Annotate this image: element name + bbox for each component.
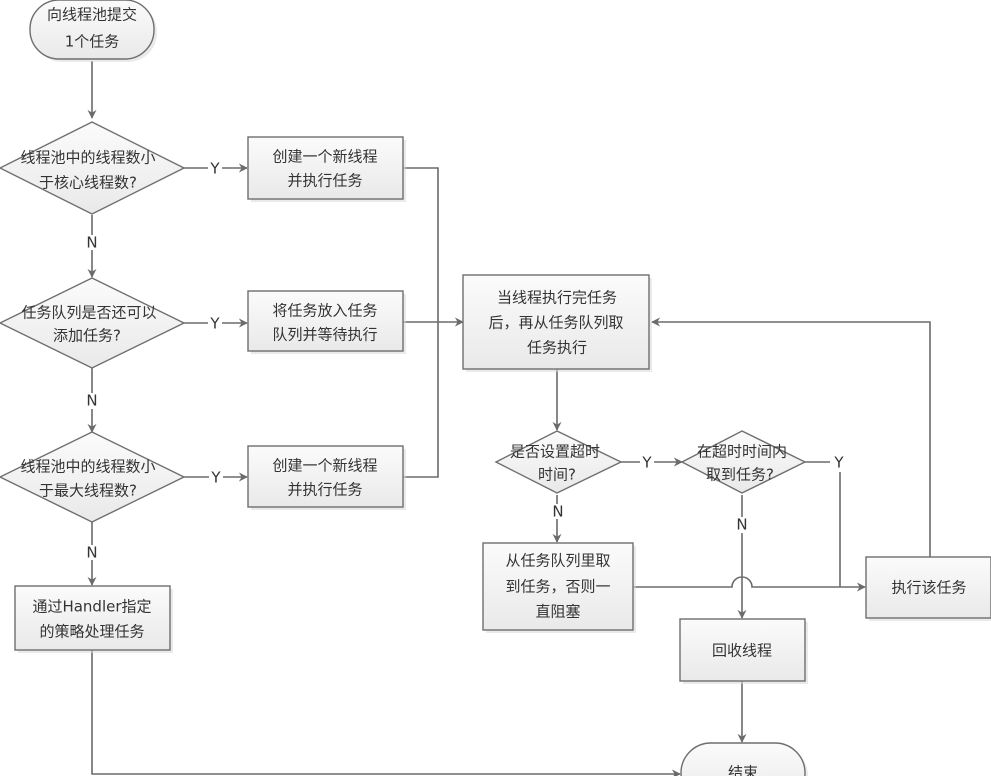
got-task-no-label: N [736,516,747,534]
node-queue-check-line-1: 任务队列是否还可以 [21,304,156,322]
node-fetch-from-queue-line-2: 后，再从任务队列取 [488,314,623,332]
node-handler-policy-line-2: 的策略处理任务 [39,623,144,641]
node-create-extra-thread-line-1: 创建一个新线程 [272,457,377,475]
node-block-until-task-line-1: 从任务队列里取 [505,552,610,570]
core-check-yes-label: Y [209,160,220,178]
queue-check-no-label: N [86,392,97,410]
node-recycle-thread-line-1: 回收线程 [712,642,772,660]
node-enqueue-task-line-1: 将任务放入任务 [272,302,377,320]
queue-check-yes-label: Y [209,315,220,333]
node-block-until-task-line-2: 到任务，否则一 [505,578,610,596]
node-fetch-from-queue-line-1: 当线程执行完任务 [497,289,617,307]
node-core-thread-check-line-2: 于核心线程数? [39,174,137,192]
node-create-extra-thread-line-2: 并执行任务 [287,481,362,499]
got-task-yes-label: Y [833,454,844,472]
node-enqueue-task-line-2: 队列并等待执行 [272,326,377,344]
node-max-thread-check-line-1: 线程池中的线程数小 [20,458,155,476]
node-end: 结束 [680,742,808,776]
node-max-thread-check: 线程池中的线程数小 于最大线程数? [0,431,186,523]
edge-execute-to-fetch [651,317,931,557]
node-core-thread-check: 线程池中的线程数小 于核心线程数? [0,121,186,215]
node-handler-policy: 通过Handler指定 的策略处理任务 [14,585,173,653]
node-queue-check-line-2: 添加任务? [53,327,121,345]
node-timeout-check-line-2: 时间? [538,466,576,484]
node-block-until-task-line-3: 直阻塞 [535,603,580,621]
node-got-task-check-line-2: 取到任务? [706,466,774,484]
node-end-line-1: 结束 [728,764,758,776]
node-timeout-check: 是否设置超时 时间? [494,430,623,494]
node-create-core-thread: 创建一个新线程 并执行任务 [247,136,406,202]
edge-block-to-execute [633,576,866,592]
core-check-no-label: N [86,234,97,252]
node-start-line-1: 向线程池提交 [47,6,137,24]
node-core-thread-check-line-1: 线程池中的线程数小 [20,149,155,167]
node-handler-policy-line-1: 通过Handler指定 [32,598,151,616]
node-queue-check: 任务队列是否还可以 添加任务? [0,277,186,369]
node-fetch-from-queue: 当线程执行完任务 后，再从任务队列取 任务执行 [462,274,652,372]
node-create-core-thread-line-1: 创建一个新线程 [272,148,377,166]
node-got-task-check: 在超时时间内 取到任务? [680,430,807,494]
node-fetch-from-queue-line-3: 任务执行 [527,339,587,357]
max-check-yes-label: Y [210,469,221,487]
node-enqueue-task: 将任务放入任务 队列并等待执行 [247,290,406,354]
node-create-core-thread-line-2: 并执行任务 [287,172,362,190]
max-check-no-label: N [86,544,97,562]
timeout-check-yes-label: Y [641,454,652,472]
node-create-extra-thread: 创建一个新线程 并执行任务 [247,445,406,510]
node-execute-task: 执行该任务 [865,556,991,621]
timeout-check-no-label: N [552,503,563,521]
node-max-thread-check-line-2: 于最大线程数? [39,482,137,500]
node-start-line-2: 1个任务 [65,33,120,51]
edge-handler-to-end [91,650,681,776]
node-block-until-task: 从任务队列里取 到任务，否则一 直阻塞 [482,542,636,633]
node-execute-task-line-1: 执行该任务 [891,579,966,597]
node-start: 向线程池提交 1个任务 [29,0,157,62]
edges: Y N Y N Y N Y N [86,61,931,776]
node-timeout-check-line-1: 是否设置超时 [510,443,600,461]
node-recycle-thread: 回收线程 [679,618,808,684]
node-got-task-check-line-1: 在超时时间内 [697,443,787,461]
